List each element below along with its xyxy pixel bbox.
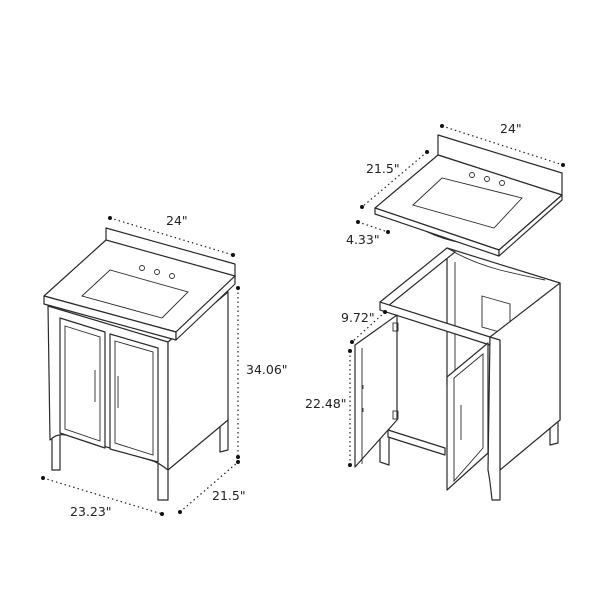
dim-width-top: 24" [166,213,188,228]
hinge-icon [392,410,399,420]
dim-door-height: 22.48" [305,396,347,411]
dim-top-width: 24" [500,121,522,136]
dim-door-width: 9.72" [341,310,375,325]
faucet-hole [469,172,475,178]
faucet-hole [154,269,160,275]
door-right [109,333,159,463]
left-dimensions: 24" 34.06" 21.5" 23.23" [41,213,288,519]
dim-depth: 21.5" [212,488,246,503]
door-right [446,342,489,491]
exploded-vanity [354,134,563,501]
faucet-hole [139,265,145,271]
door-left-open [354,314,398,468]
dim-top-depth: 21.5" [366,161,400,176]
cabinet-left-side [379,247,456,307]
leg-front-right [487,336,501,501]
sink-basin [81,269,189,319]
dim-width-base: 23.23" [70,504,112,519]
faucet-hole [499,180,505,186]
dim-top-thickness: 4.33" [346,232,380,247]
sink-basin [412,177,523,229]
right-dimensions: 24" 21.5" 4.33" 9.72" 22.48" [305,121,565,467]
dim-height: 34.06" [246,362,288,377]
assembled-vanity [43,227,236,501]
faucet-hole [484,176,490,182]
door-left [59,317,106,449]
hinge-icon [392,322,399,332]
faucet-hole [169,273,175,279]
